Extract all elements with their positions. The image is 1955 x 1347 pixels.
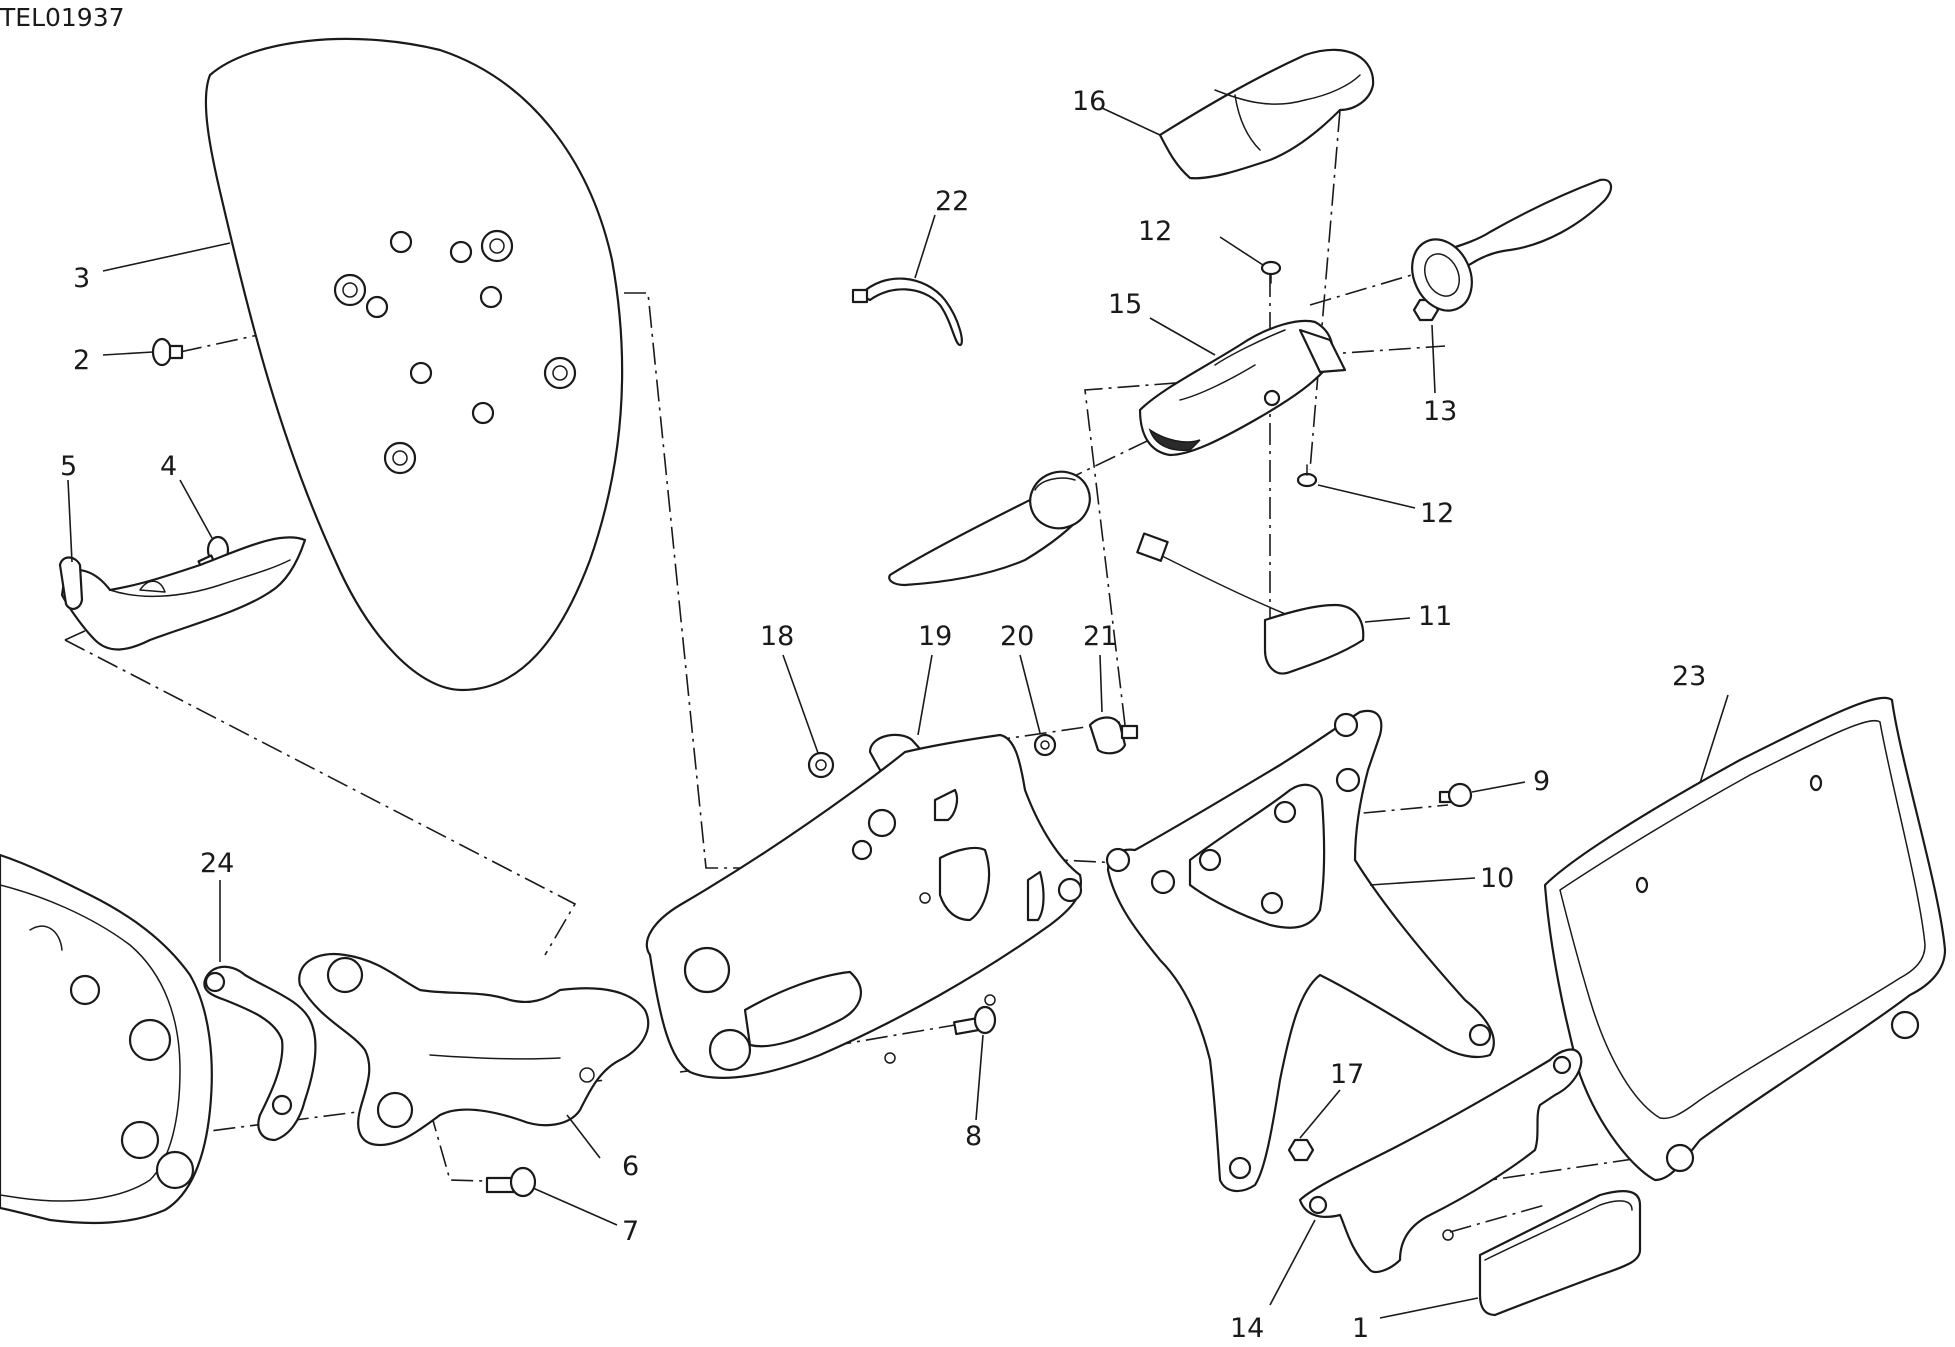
- part-16-tail-cover: [1158, 48, 1375, 180]
- callout-14: 14: [1230, 1313, 1264, 1344]
- engine-cover: [0, 853, 213, 1225]
- part-15-tail-light: [1138, 319, 1347, 457]
- callout-1: 1: [1352, 1313, 1369, 1344]
- callout-24: 24: [200, 848, 234, 879]
- part-23-licence-plate: [1543, 696, 1947, 1182]
- callout-18: 18: [760, 621, 794, 652]
- callout-12-bottom: 12: [1420, 498, 1454, 529]
- callout-11: 11: [1418, 601, 1452, 632]
- callout-10: 10: [1480, 863, 1514, 894]
- part-3-shield: [204, 37, 624, 692]
- part-12-screws: [1260, 260, 1318, 488]
- callout-labels: 1 2 3 4 5 6 7 8 9 10 11 12 12 13 14 15 1…: [60, 86, 1706, 1344]
- part-20-washer: [1033, 733, 1057, 757]
- part-9-screw: [1438, 782, 1473, 808]
- callout-8: 8: [965, 1121, 982, 1152]
- part-18-nut: [807, 751, 835, 779]
- drawing-code: TEL01937: [0, 3, 125, 32]
- part-24-gasket: [203, 965, 317, 1142]
- callout-6: 6: [622, 1151, 639, 1182]
- callout-16: 16: [1072, 86, 1106, 117]
- part-11-sensor: [1136, 532, 1365, 675]
- callout-13: 13: [1423, 396, 1457, 427]
- callout-3: 3: [73, 263, 90, 294]
- callout-17: 17: [1330, 1059, 1364, 1090]
- part-17-nut: [1287, 1138, 1315, 1162]
- callout-23: 23: [1672, 661, 1706, 692]
- callout-7: 7: [622, 1216, 639, 1247]
- part-2-screw: [151, 337, 184, 367]
- part-10-plate-holder: [1057, 709, 1495, 1193]
- right-turn-indicator: [1411, 178, 1613, 312]
- part-5-hose-bracket: [58, 536, 307, 651]
- leader-lines: [67, 107, 1729, 1319]
- callout-22: 22: [935, 186, 969, 217]
- callout-15: 15: [1108, 289, 1142, 320]
- left-turn-indicator: [888, 470, 1091, 587]
- callout-12-top: 12: [1138, 216, 1172, 247]
- callout-21: 21: [1083, 621, 1117, 652]
- callout-5: 5: [60, 451, 77, 482]
- part-6-footpeg-bracket: [298, 952, 650, 1147]
- part-1-reflector: [1478, 1190, 1642, 1317]
- callout-20: 20: [1000, 621, 1034, 652]
- part-22-cable-tie: [851, 277, 963, 347]
- part-7-bolt: [485, 1166, 537, 1198]
- callout-19: 19: [918, 621, 952, 652]
- part-14-reflector-bracket: [1298, 1048, 1583, 1274]
- main-bracket: [645, 733, 1083, 1079]
- callout-2: 2: [73, 345, 90, 376]
- callout-4: 4: [160, 451, 177, 482]
- callout-9: 9: [1533, 766, 1550, 797]
- part-8-bolt: [953, 1005, 997, 1036]
- part-21-damper: [1088, 716, 1139, 755]
